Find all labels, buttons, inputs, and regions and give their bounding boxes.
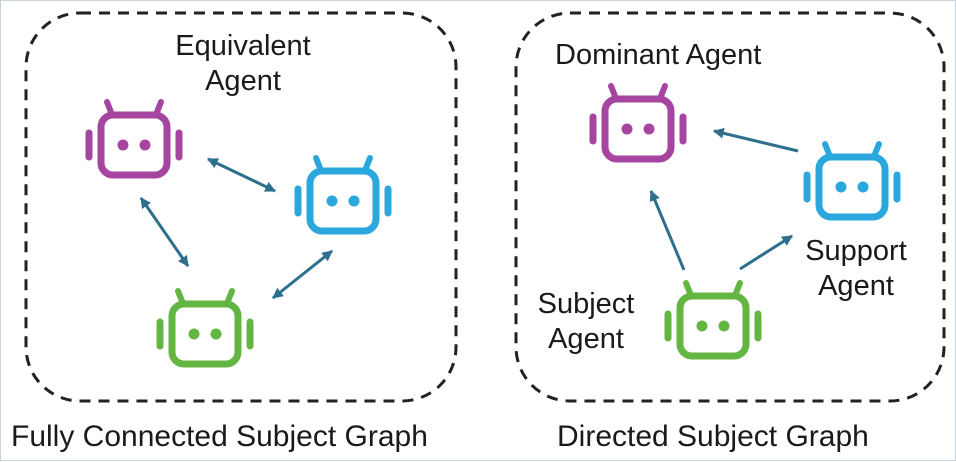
- equivalent-agent-label-line1: Equivalent: [175, 30, 311, 62]
- robot-icon: [89, 102, 179, 175]
- right-panel-caption: Directed Subject Graph: [557, 420, 869, 453]
- subject-agent-label-line1: Subject: [537, 288, 635, 320]
- robot-icon: [160, 291, 250, 364]
- support-agent-label-line1: Support: [805, 235, 907, 267]
- edge-support-to-dominant: [712, 127, 799, 153]
- subject-agent-label-line2: Agent: [548, 323, 624, 355]
- support-agent-label: Support Agent: [791, 234, 921, 304]
- support-agent-label-line2: Agent: [818, 270, 894, 302]
- edge-blue-green: [272, 249, 333, 300]
- left-panel-border: [24, 11, 458, 403]
- robot-icon: [807, 144, 897, 217]
- dominant-agent-label: Dominant Agent: [555, 39, 762, 71]
- edge-subject-to-support: [739, 234, 793, 271]
- edge-purple-green: [139, 197, 190, 267]
- equivalent-agent-label-line2: Agent: [205, 65, 281, 97]
- edge-subject-to-dominant: [649, 190, 686, 271]
- robot-icon: [298, 158, 388, 231]
- robot-icon: [593, 86, 683, 159]
- edge-purple-blue: [207, 157, 276, 193]
- subject-agent-label: Subject Agent: [522, 287, 650, 357]
- equivalent-agent-label: Equivalent Agent: [143, 29, 343, 99]
- right-panel-border: [514, 11, 946, 403]
- robot-icon: [668, 283, 758, 356]
- left-panel-caption: Fully Connected Subject Graph: [11, 420, 428, 453]
